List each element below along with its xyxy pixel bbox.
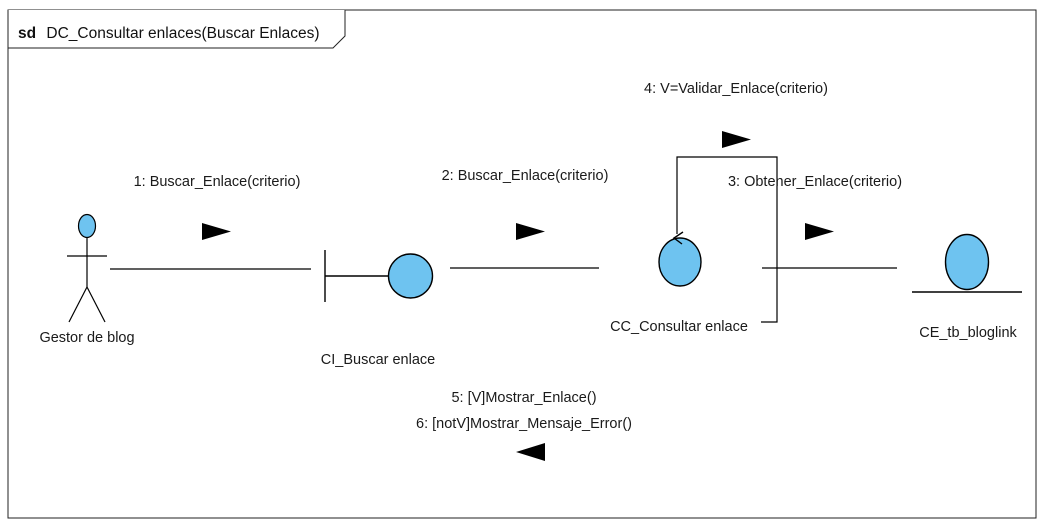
- message-5-6-arrow-icon: [516, 443, 545, 461]
- control-arrowhead-icon: [672, 231, 684, 245]
- message-3-arrow-icon: [805, 223, 834, 240]
- control-cc-consultar-enlace: CC_Consultar enlace: [610, 231, 748, 335]
- frame-title-tab: [7, 10, 346, 49]
- actor-gestor-de-blog: Gestor de blog: [39, 213, 135, 346]
- entity-ce-tb-bloglink: CE_tb_bloglink: [912, 233, 1022, 341]
- actor-right-leg: [86, 286, 106, 323]
- control-label: CC_Consultar enlace: [610, 319, 748, 335]
- message-2-arrow-icon: [516, 223, 545, 240]
- message-4-arrow-icon: [722, 131, 751, 148]
- frame-keyword: sd: [18, 25, 36, 42]
- entity-label: CE_tb_bloglink: [919, 325, 1017, 341]
- boundary-ci-buscar-enlace: CI_Buscar enlace: [321, 250, 435, 368]
- entity-circle-icon: [944, 233, 990, 291]
- message-1-arrow-icon: [202, 223, 231, 240]
- actor-head-icon: [77, 213, 97, 239]
- message-5-label: 5: [V]Mostrar_Enlace(): [451, 390, 596, 406]
- control-circle-icon: [658, 237, 702, 287]
- actor-label: Gestor de blog: [39, 330, 134, 346]
- svg-text:sd DC_Consultar enlaces(Bu: sd DC_Consultar enlaces(Buscar Enlaces): [18, 25, 320, 42]
- message-1-label: 1: Buscar_Enlace(criterio): [134, 174, 301, 190]
- message-6-label: 6: [notV]Mostrar_Mensaje_Error(): [416, 416, 632, 432]
- frame-title: DC_Consultar enlaces(Buscar Enlaces): [46, 25, 319, 42]
- diagram-frame: [7, 9, 1037, 519]
- message-4-label: 4: V=Validar_Enlace(criterio): [644, 81, 828, 97]
- link-control-self-loop: [676, 156, 778, 323]
- message-2-label: 2: Buscar_Enlace(criterio): [442, 168, 609, 184]
- message-3-label: 3: Obtener_Enlace(criterio): [728, 174, 902, 190]
- actor-left-leg: [68, 286, 88, 323]
- boundary-circle-icon: [387, 253, 434, 299]
- boundary-label: CI_Buscar enlace: [321, 352, 435, 368]
